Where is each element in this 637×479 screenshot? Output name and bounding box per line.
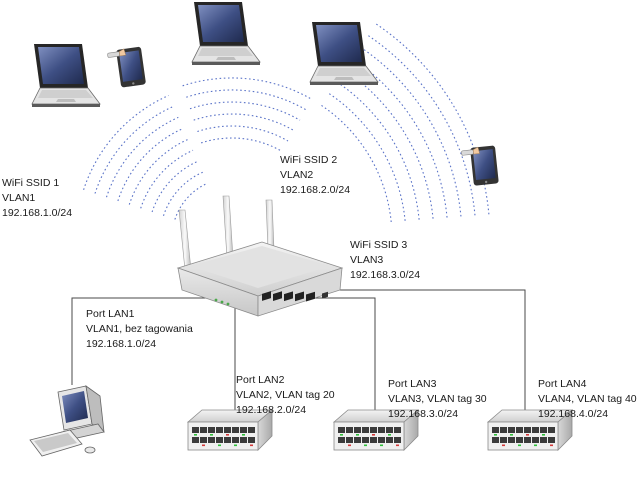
desktop-computer-icon (29, 385, 105, 457)
wifi-ssid-name: WiFi SSID 2 (280, 154, 338, 166)
wifi-wave-arc (375, 23, 490, 216)
laptop-icon (31, 43, 101, 108)
wifi-wave-arc (368, 35, 476, 217)
wifi-wave-arc (128, 138, 189, 205)
wifi-wave-arc (105, 116, 179, 198)
port-lan1-label: Port LAN1 VLAN1, bez tagowania 192.168.1… (86, 307, 193, 352)
line-lan4 (324, 289, 526, 425)
wifi-wave-arc (328, 93, 406, 223)
wifi-wave-arc (174, 182, 208, 220)
port-vlan: VLAN4, VLAN tag 40 (538, 393, 637, 405)
port-name: Port LAN2 (236, 374, 285, 386)
wifi-wave-arc (186, 89, 307, 111)
wifi-subnet: 192.168.2.0/24 (280, 184, 351, 196)
port-vlan: VLAN2, VLAN tag 20 (236, 389, 335, 401)
port-name: Port LAN4 (538, 378, 587, 390)
wifi-wave-arc (94, 105, 174, 194)
wifi-wave-arc (117, 127, 184, 202)
line-lan1 (71, 297, 235, 385)
router-ports (262, 291, 328, 302)
wifi-vlan: VLAN1 (2, 192, 36, 204)
wifi-vlan: VLAN3 (350, 254, 384, 266)
wifi-wave-arc (189, 101, 301, 121)
port-vlan: VLAN1, bez tagowania (86, 323, 193, 335)
wifi-wave-arc (200, 137, 283, 152)
tablet-icon (460, 145, 500, 188)
port-lan3-label: Port LAN3 VLAN3, VLAN tag 30 192.168.3.0… (388, 377, 487, 422)
port-subnet: 192.168.4.0/24 (538, 408, 609, 420)
port-vlan: VLAN3, VLAN tag 30 (388, 393, 487, 405)
wifi-ssid-2-label: WiFi SSID 2 VLAN2 192.168.2.0/24 (280, 153, 350, 198)
port-subnet: 192.168.1.0/24 (86, 338, 157, 350)
port-subnet: 192.168.2.0/24 (236, 404, 307, 416)
wifi-wave-arc (162, 171, 203, 216)
wifi-wave-arc (352, 58, 448, 220)
wifi-ssid-name: WiFi SSID 3 (350, 239, 408, 251)
port-name: Port LAN3 (388, 378, 437, 390)
port-lan2-label: Port LAN2 VLAN2, VLAN tag 20 192.168.2.0… (236, 373, 335, 418)
wifi-subnet: 192.168.1.0/24 (2, 207, 73, 219)
wifi-wave-arc (182, 77, 313, 100)
wifi-ssid-1-label: WiFi SSID 1 VLAN1 192.168.1.0/24 (2, 176, 72, 221)
router-leds (214, 298, 230, 306)
wifi-wave-arc (140, 149, 194, 209)
wifi-subnet: 192.168.3.0/24 (350, 269, 421, 281)
port-subnet: 192.168.3.0/24 (388, 408, 459, 420)
wifi-wave-arc (151, 160, 199, 213)
wifi-wave-arc (336, 81, 420, 222)
wifi-wave-arc (83, 94, 169, 190)
wifi-wave-arc (197, 125, 289, 142)
port-lan4-label: Port LAN4 VLAN4, VLAN tag 40 192.168.4.0… (538, 377, 637, 422)
port-name: Port LAN1 (86, 308, 135, 320)
wifi-wave-arc (360, 46, 462, 219)
wifi-vlan: VLAN2 (280, 169, 314, 181)
tablet-icon (106, 46, 147, 90)
wifi-ssid-3-label: WiFi SSID 3 VLAN3 192.168.3.0/24 (350, 238, 420, 283)
router-icon (176, 195, 344, 317)
wifi-ssid-name: WiFi SSID 1 (2, 177, 60, 189)
wifi-wave-arc (321, 104, 392, 225)
laptop-icon (309, 21, 379, 86)
wifi-wave-arc (193, 113, 295, 132)
laptop-icon (191, 1, 261, 66)
wifi-wave-arc (344, 70, 434, 221)
